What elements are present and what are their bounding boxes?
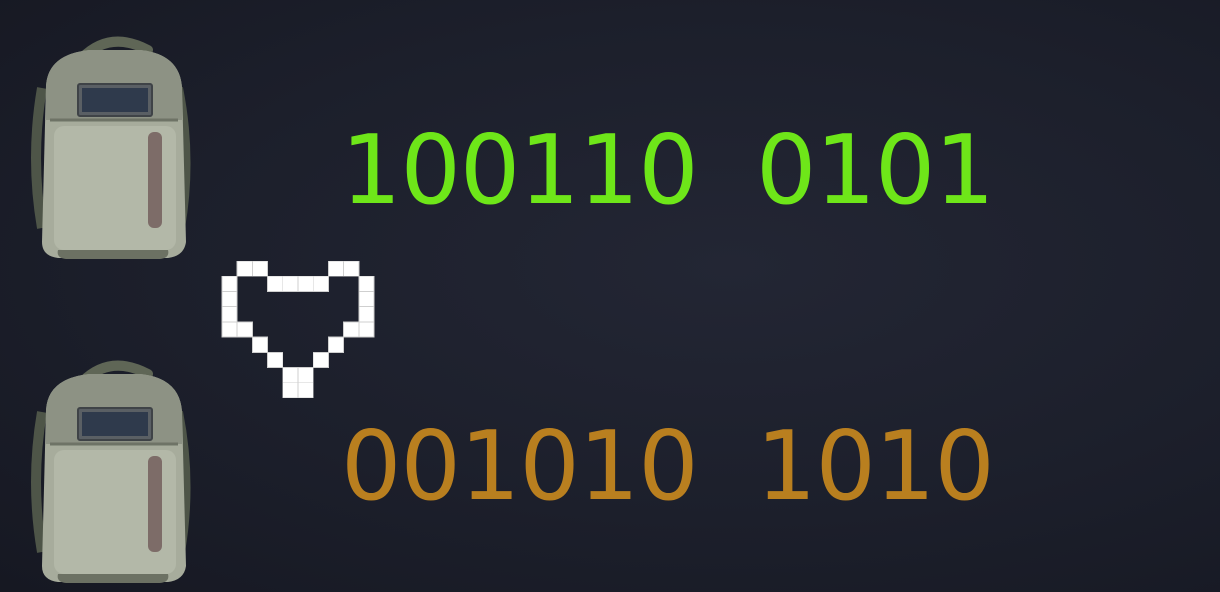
binary-code-top: 100110 0101 xyxy=(341,116,995,226)
heart-pixel xyxy=(297,382,314,398)
heart-pixel xyxy=(251,261,269,277)
heart-pixel xyxy=(282,367,299,384)
heart-pixel xyxy=(267,275,284,292)
heart-pixel xyxy=(327,336,345,353)
heart-pixel xyxy=(221,275,238,292)
backpack-icon xyxy=(20,28,200,260)
heart-pixel xyxy=(267,351,284,369)
heart-pixel xyxy=(312,275,329,292)
heart-pixel xyxy=(343,321,360,338)
backpack-icon xyxy=(20,352,200,584)
heart-pixel xyxy=(327,261,345,277)
heart-pixel xyxy=(282,382,299,398)
heart-pixel xyxy=(282,275,299,292)
binary-code-bottom: 001010 1010 xyxy=(341,412,995,522)
pixel-heart-icon xyxy=(218,261,378,398)
heart-pixel xyxy=(358,290,375,308)
heart-pixel xyxy=(297,367,314,384)
heart-pixel xyxy=(221,321,238,338)
heart-pixel xyxy=(358,275,375,292)
heart-pixel xyxy=(297,275,314,292)
heart-pixel xyxy=(236,261,253,277)
heart-pixel xyxy=(358,306,375,323)
heart-pixel xyxy=(343,261,360,277)
heart-pixel xyxy=(221,306,238,323)
heart-pixel xyxy=(358,321,375,338)
heart-pixel xyxy=(251,336,269,353)
heart-pixel xyxy=(236,321,253,338)
heart-pixel xyxy=(312,351,329,369)
heart-pixel xyxy=(221,290,238,308)
